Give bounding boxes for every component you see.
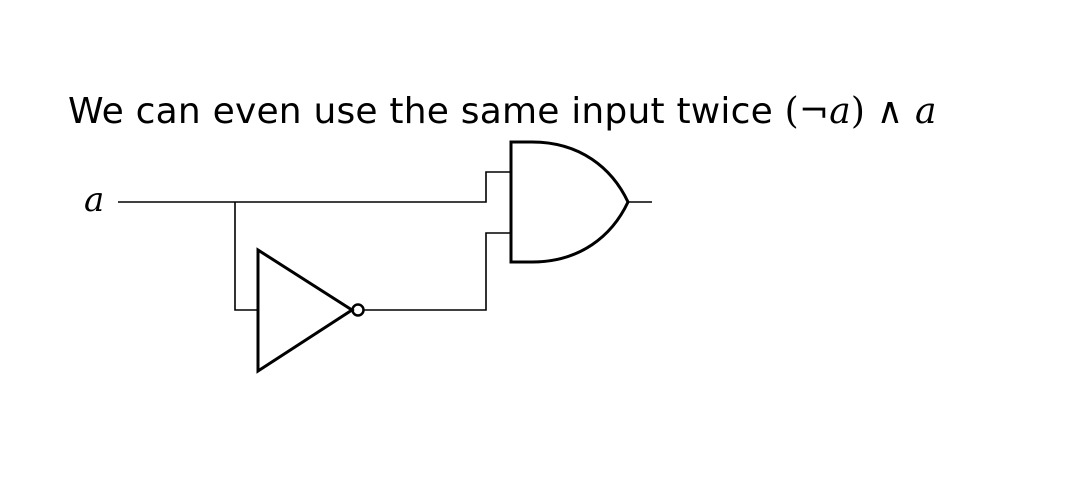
title-text: We can even use the same input twice (68, 91, 785, 132)
and-symbol: ∧ (865, 91, 915, 132)
not-gate (256, 247, 355, 374)
slide-title: We can even use the same input twice (¬a… (68, 88, 937, 136)
and-gate (509, 140, 630, 264)
expr-variable-a-1: a (829, 91, 851, 132)
not-symbol: ¬ (798, 91, 830, 132)
expr-variable-a-2: a (915, 91, 937, 132)
not-output-wire (364, 232, 511, 311)
expr-close-paren: ) (850, 91, 866, 132)
input-a-label: a (84, 180, 105, 220)
not-gate-bubble (351, 303, 365, 317)
input-a-wire (118, 171, 511, 203)
expr-open-paren: ( (784, 91, 799, 132)
branch-to-not-wire (234, 202, 258, 311)
